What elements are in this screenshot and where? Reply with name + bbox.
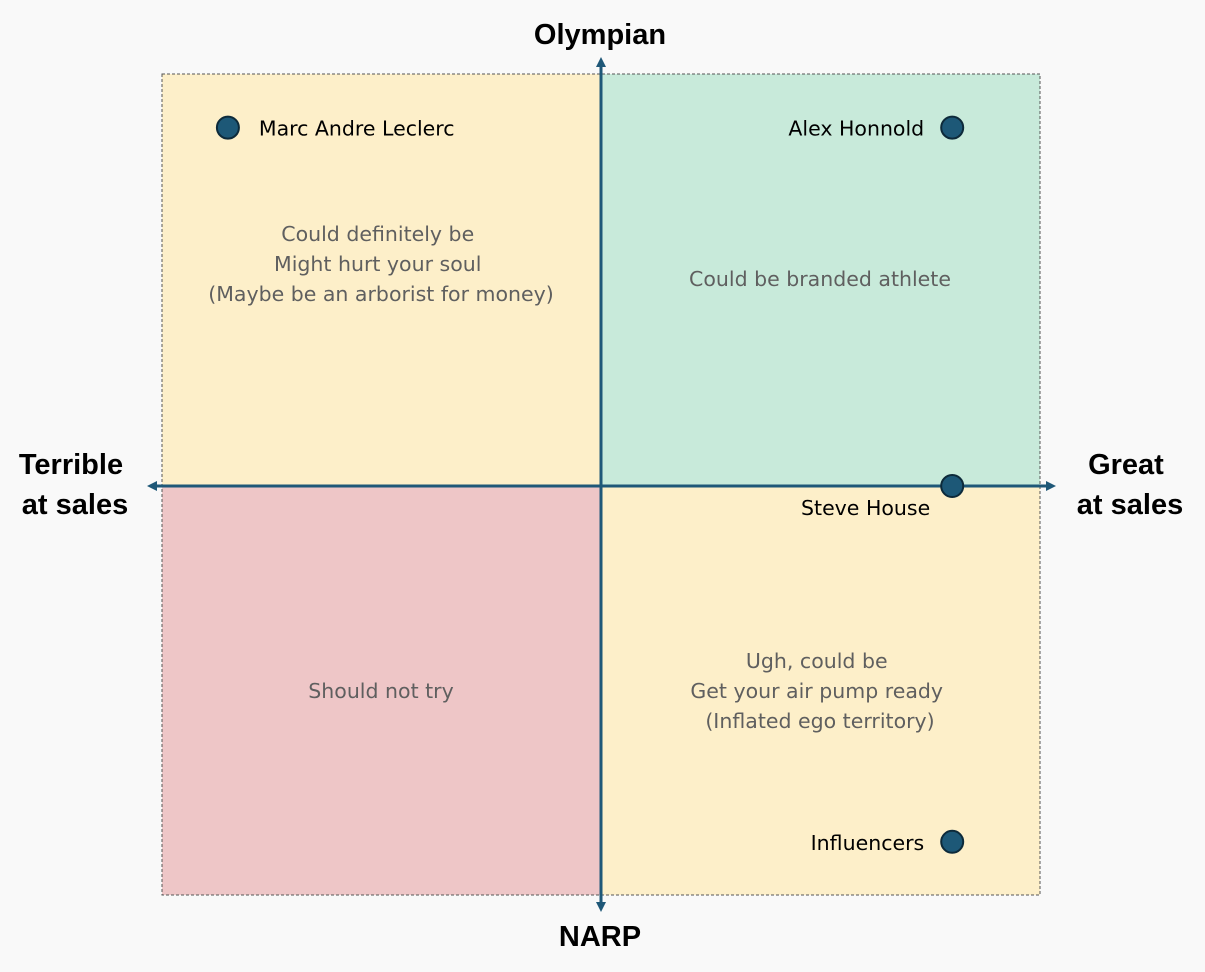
- quadrant-top-right-text: Could be branded athlete: [689, 267, 951, 291]
- axis-title-right-line1: Great: [1088, 449, 1164, 481]
- point-label: Influencers: [811, 831, 925, 855]
- quadrant-bottom-right-line1: Ugh, could be: [746, 649, 888, 673]
- quadrant-top-left-line3: (Maybe be an arborist for money): [208, 282, 554, 306]
- axis-title-left: Terrible at sales: [19, 449, 131, 521]
- quadrant-top-left-text: Could definitely be Might hurt your soul…: [208, 222, 554, 306]
- axis-title-right: Great at sales: [1077, 449, 1183, 521]
- point-marker: [940, 829, 965, 854]
- point-label: Marc Andre Leclerc: [259, 117, 455, 141]
- axis-title-top: Olympian: [534, 19, 666, 51]
- point-marker: [940, 474, 965, 498]
- quadrant-bottom-left-line1: Should not try: [308, 679, 453, 703]
- point-label: Steve House: [801, 496, 930, 520]
- axis-title-left-line2: at sales: [22, 489, 128, 521]
- point-marker: [215, 115, 240, 140]
- quadrant-top-left-line1: Could definitely be: [281, 222, 474, 246]
- quadrant-top-right: [601, 74, 1040, 486]
- quadrant-bottom-right-line2: Get your air pump ready: [690, 679, 943, 703]
- point-marker: [940, 115, 965, 140]
- quadrant-bottom-right-line3: (Inflated ego territory): [705, 709, 934, 733]
- point-label: Alex Honnold: [788, 117, 924, 141]
- axis-title-left-line1: Terrible: [19, 449, 123, 481]
- axis-title-bottom: NARP: [559, 921, 641, 953]
- quadrant-bottom-right-text: Ugh, could be Get your air pump ready (I…: [690, 649, 949, 733]
- axis-title-right-line2: at sales: [1077, 489, 1183, 521]
- quadrant-top-left: [162, 74, 601, 486]
- quadrant-bottom-left: [162, 486, 601, 895]
- quadrant-top-left-line2: Might hurt your soul: [274, 252, 481, 276]
- quadrant-bottom-right: [601, 486, 1040, 895]
- quadrant-top-right-line1: Could be branded athlete: [689, 267, 951, 291]
- quadrant-bottom-left-text: Should not try: [308, 679, 453, 703]
